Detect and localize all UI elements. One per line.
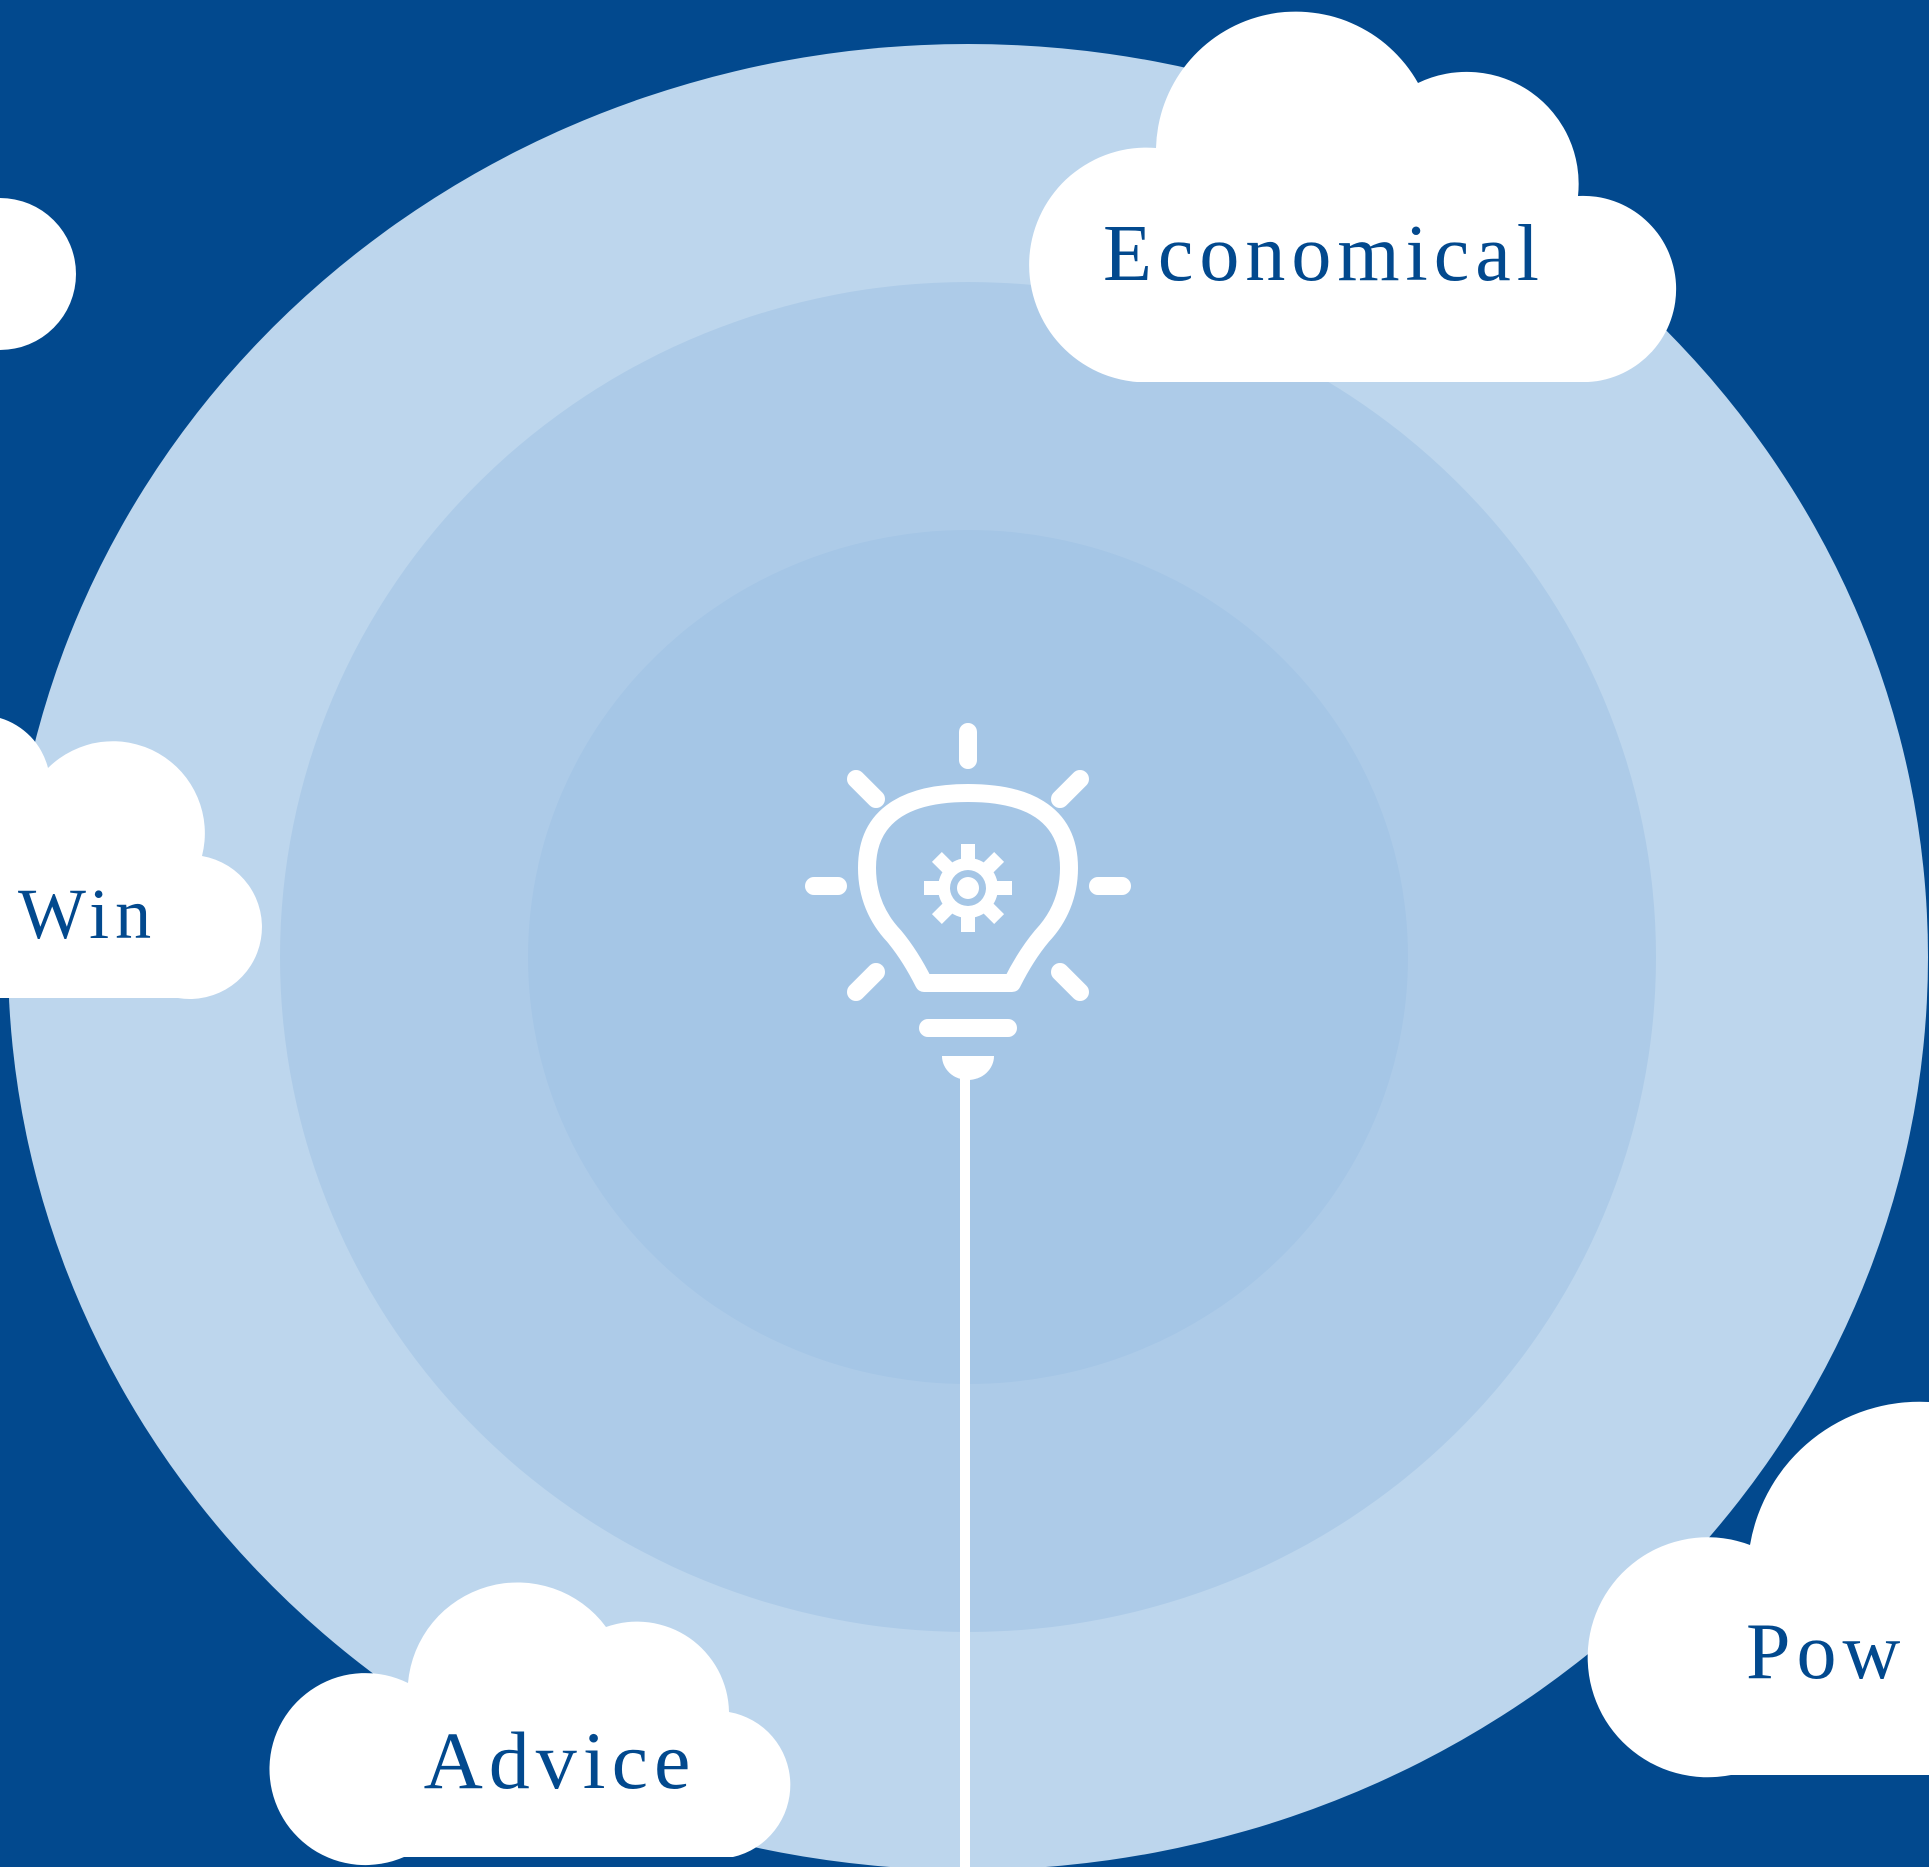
gear-icon bbox=[924, 844, 1012, 932]
cloud-label-economical: Economical bbox=[1103, 210, 1545, 298]
bulb-cap bbox=[942, 1056, 994, 1080]
cloud-win: Win bbox=[0, 718, 262, 999]
connector-line bbox=[960, 1078, 970, 1867]
cloud-advice: Advice bbox=[269, 1582, 791, 1866]
cloud-power: Pow bbox=[1587, 1401, 1929, 1778]
cloud-economical: Economical bbox=[1029, 11, 1677, 382]
cloud-label-win: Win bbox=[18, 874, 157, 954]
cloud-label-power: Pow bbox=[1746, 1608, 1906, 1696]
cloud-label-advice: Advice bbox=[424, 1715, 697, 1806]
cloud-top-left-partial bbox=[0, 198, 76, 350]
lightbulb-gear-icon bbox=[805, 723, 1131, 1037]
inner-ring bbox=[528, 530, 1408, 1384]
